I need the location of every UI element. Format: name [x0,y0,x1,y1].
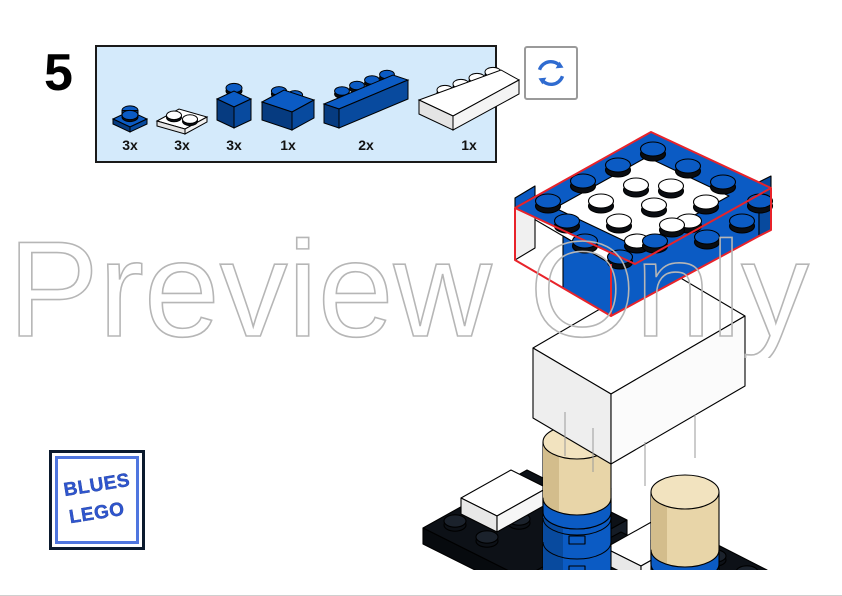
white-torso-block [532,269,746,486]
part-quantity: 1x [280,137,296,153]
part-quantity: 1x [461,137,477,153]
brand-logo: BLUES LEGO [49,450,145,550]
part-quantity: 2x [358,137,374,153]
brand-logo-line2: LEGO [67,498,127,529]
part-item-blue-1x1-plate: 3x [107,47,153,157]
part-quantity: 3x [174,137,190,153]
top-slab-assembly [514,131,774,317]
white-1x2-plate-icon [155,108,209,135]
white-2x4-brick-icon [417,66,521,131]
blue-1x1-brick-icon [215,82,253,129]
part-quantity: 3x [226,137,242,153]
model-illustration [422,131,774,570]
blue-1x2-brick-icon [260,86,316,131]
part-item-blue-1x2-brick: 1x [257,47,319,157]
rotate-view-button[interactable] [524,46,578,100]
part-item-blue-1x1-brick: 3x [211,47,257,157]
white-shoe-brick-left [460,469,548,533]
part-item-blue-1x4-brick: 2x [319,47,413,157]
parts-row: 3x 3x [97,47,521,161]
parts-list-panel: 3x 3x [95,45,521,163]
part-item-white-2x4-brick: 1x [413,47,525,157]
blue-1x4-brick-icon [322,69,410,129]
part-quantity: 3x [122,137,138,153]
step-number: 5 [44,44,73,102]
brand-logo-inner: BLUES LEGO [55,456,139,544]
leg-right [650,474,720,570]
part-item-white-1x2-plate: 3x [153,47,211,157]
brand-logo-line1: BLUES [62,469,132,502]
blue-1x1-plate-icon [111,105,149,133]
rotate-refresh-icon [537,59,565,87]
